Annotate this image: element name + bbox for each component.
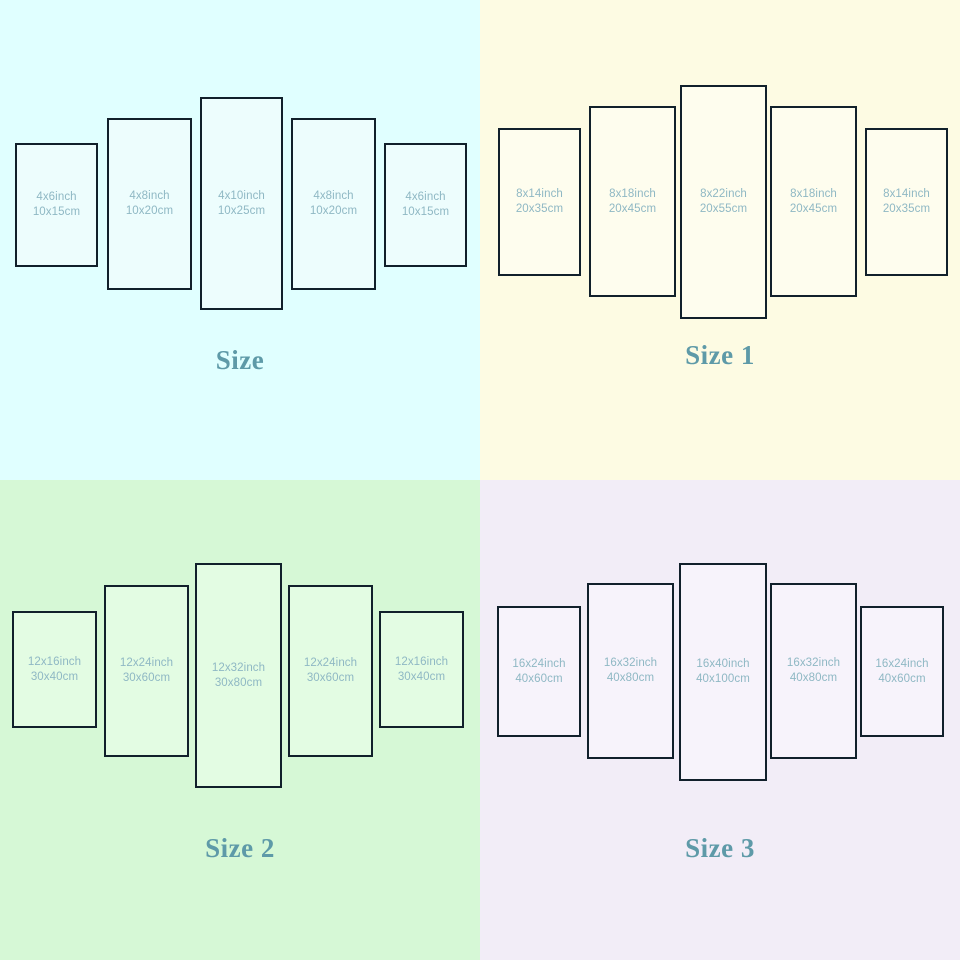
panel-size-inch: 8x22inch — [700, 188, 747, 200]
canvas-panel: 8x22inch 20x55cm — [680, 85, 767, 319]
panel-size-inch: 16x24inch — [512, 657, 566, 670]
panel-size-cm: 10x25cm — [217, 204, 266, 217]
panel-size-cm: 20x45cm — [789, 202, 838, 215]
panel-size-inch: 4x6inch — [36, 191, 77, 203]
panel-group: 16x24inch 40x60cm 16x32inch 40x80cm 16x40inc… — [480, 480, 960, 880]
size-option-title: Size 3 — [685, 833, 755, 863]
panel-size-cm: 30x60cm — [122, 672, 171, 684]
panel-size-inch: 4x8inch — [313, 190, 354, 202]
size-option-size-1[interactable]: 8x14inch 20x35cm 8x18inch 20x45cm 8x22inch 20… — [480, 0, 960, 480]
panel-size-inch: 12x24inch — [119, 657, 174, 669]
panel-size-inch: 8x14inch — [516, 188, 563, 200]
panel-size-cm: 10x20cm — [309, 205, 358, 217]
panel-size-cm: 40x100cm — [696, 673, 750, 685]
panel-group: 12x16inch 30x40cm 12x24inch 30x60cm 12x32inc… — [0, 480, 480, 880]
canvas-panel: 8x14inch 20x35cm — [498, 128, 581, 276]
panel-size-cm: 10x15cm — [32, 206, 81, 218]
canvas-panel: 16x24inch 40x60cm — [860, 606, 944, 737]
panel-size-inch: 16x32inch — [603, 657, 658, 669]
panel-size-inch: 4x8inch — [129, 190, 170, 202]
canvas-panel: 12x16inch 30x40cm — [379, 611, 464, 728]
panel-size-inch: 16x24inch — [875, 657, 929, 670]
canvas-panel: 8x14inch 20x35cm — [865, 128, 948, 276]
size-option-size-3[interactable]: 16x24inch 40x60cm 16x32inch 40x80cm 16x40inc… — [480, 480, 960, 960]
panel-size-cm: 40x80cm — [789, 672, 838, 684]
panel-size-inch: 12x16inch — [394, 655, 449, 668]
panel-size-inch: 8x18inch — [609, 187, 656, 200]
canvas-panel: 12x16inch 30x40cm — [12, 611, 97, 728]
panel-size-cm: 20x45cm — [608, 202, 657, 215]
canvas-panel: 4x8inch 10x20cm — [107, 118, 192, 290]
canvas-panel: 4x6inch 10x15cm — [384, 143, 467, 267]
panel-size-cm: 30x80cm — [214, 676, 263, 689]
canvas-panel: 16x32inch 40x80cm — [770, 583, 857, 759]
canvas-panel: 16x24inch 40x60cm — [497, 606, 581, 737]
panel-size-cm: 20x55cm — [699, 203, 748, 215]
canvas-panel: 4x8inch 10x20cm — [291, 118, 376, 290]
panel-size-inch: 16x32inch — [786, 657, 841, 669]
size-option-title: Size 2 — [205, 833, 275, 863]
panel-size-cm: 40x80cm — [606, 672, 655, 684]
panel-size-cm: 30x40cm — [30, 670, 79, 683]
size-option-size[interactable]: 4x6inch 10x15cm 4x8inch 10x20cm 4x10inch 10x2… — [0, 0, 480, 480]
panel-size-inch: 16x40inch — [696, 658, 750, 670]
canvas-panel: 12x24inch 30x60cm — [104, 585, 189, 757]
panel-group: 8x14inch 20x35cm 8x18inch 20x45cm 8x22inch 20… — [480, 0, 960, 400]
panel-group: 4x6inch 10x15cm 4x8inch 10x20cm 4x10inch 10x2… — [0, 0, 480, 400]
panel-size-cm: 40x60cm — [515, 672, 563, 685]
panel-size-cm: 40x60cm — [878, 672, 926, 685]
canvas-panel: 4x6inch 10x15cm — [15, 143, 98, 267]
panel-size-cm: 20x35cm — [882, 203, 931, 215]
canvas-panel: 16x32inch 40x80cm — [587, 583, 674, 759]
panel-size-inch: 8x14inch — [883, 188, 930, 200]
panel-size-inch: 4x10inch — [218, 189, 265, 202]
panel-size-inch: 8x18inch — [790, 187, 837, 200]
size-option-title: Size 1 — [685, 340, 755, 370]
panel-size-cm: 30x40cm — [397, 670, 446, 683]
panel-size-cm: 20x35cm — [515, 203, 564, 215]
canvas-panel: 4x10inch 10x25cm — [200, 97, 283, 310]
panel-size-inch: 12x32inch — [211, 661, 266, 674]
canvas-panel: 12x32inch 30x80cm — [195, 563, 282, 788]
size-option-size-2[interactable]: 12x16inch 30x40cm 12x24inch 30x60cm 12x32inc… — [0, 480, 480, 960]
panel-size-cm: 30x60cm — [306, 672, 355, 684]
panel-size-cm: 10x15cm — [401, 206, 450, 218]
size-option-title: Size — [215, 345, 265, 375]
panel-size-inch: 12x24inch — [303, 657, 358, 669]
canvas-panel: 12x24inch 30x60cm — [288, 585, 373, 757]
canvas-panel: 8x18inch 20x45cm — [589, 106, 676, 297]
panel-size-cm: 10x20cm — [125, 205, 174, 217]
panel-size-inch: 4x6inch — [405, 191, 446, 203]
panel-size-inch: 12x16inch — [27, 655, 82, 668]
canvas-panel: 16x40inch 40x100cm — [679, 563, 767, 781]
canvas-panel: 8x18inch 20x45cm — [770, 106, 857, 297]
